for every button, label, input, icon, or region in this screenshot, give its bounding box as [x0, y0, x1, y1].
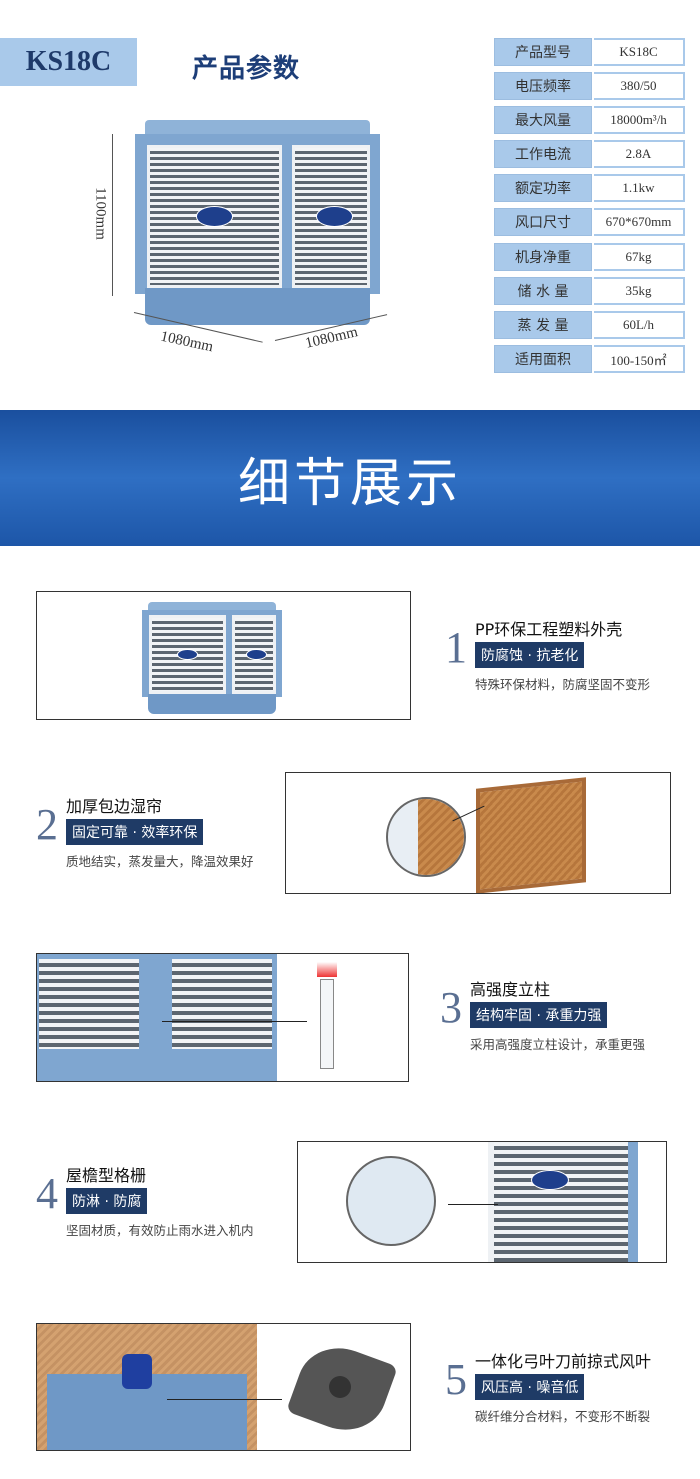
feature-desc: 质地结实，蒸发量大，降温效果好 [66, 854, 254, 869]
spec-label: 电压频率 [494, 72, 592, 100]
feature-badge: 结构牢固 · 承重力强 [470, 1002, 608, 1028]
spec-value: 380/50 [594, 72, 685, 100]
spec-label: 最大风量 [494, 106, 592, 134]
page-title: 产品参数 [192, 54, 301, 84]
height-dimension-line [112, 134, 113, 296]
feature-desc: 碳纤维分合材料，不变形不断裂 [475, 1409, 651, 1424]
feature-badge: 防腐蚀 · 抗老化 [475, 642, 585, 668]
feature-image-pillar [36, 953, 409, 1082]
feature-image-shell [36, 591, 411, 720]
height-dimension: 1100mm [92, 187, 109, 240]
width-dimension: 1080mm [159, 328, 215, 356]
feature-number: 4 [36, 1169, 58, 1218]
feature-badge: 风压高 · 噪音低 [475, 1374, 585, 1400]
spec-label: 蒸 发 量 [494, 311, 592, 339]
feature-number: 3 [440, 983, 462, 1032]
spec-value: 67kg [594, 243, 685, 271]
product-image [135, 120, 380, 325]
spec-label: 机身净重 [494, 243, 592, 271]
spec-value: 100-150㎡ [594, 345, 685, 373]
spec-value: KS18C [594, 38, 685, 66]
spec-value: 35kg [594, 277, 685, 305]
spec-label: 额定功率 [494, 174, 592, 202]
model-label: KS18C [0, 38, 137, 86]
feature-desc: 坚固材质，有效防止雨水进入机内 [66, 1223, 254, 1238]
feature-image-grille [297, 1141, 667, 1263]
feature-title: 一体化弓叶刀前掠式风叶 [475, 1352, 652, 1371]
spec-value: 1.1kw [594, 174, 685, 202]
feature-badge: 固定可靠 · 效率环保 [66, 819, 204, 845]
spec-value: 2.8A [594, 140, 685, 168]
feature-title: PP环保工程塑料外壳 [475, 620, 623, 639]
feature-title: 高强度立柱 [470, 980, 551, 999]
spec-label: 储 水 量 [494, 277, 592, 305]
feature-image-pad [285, 772, 671, 894]
feature-desc: 特殊环保材料，防腐坚固不变形 [475, 677, 651, 692]
spec-label: 风口尺寸 [494, 208, 592, 236]
spec-label: 工作电流 [494, 140, 592, 168]
feature-number: 2 [36, 800, 58, 849]
depth-dimension: 1080mm [303, 324, 360, 352]
feature-image-fan [36, 1323, 411, 1451]
feature-number: 5 [445, 1355, 467, 1404]
feature-number: 1 [445, 623, 467, 672]
spec-label: 产品型号 [494, 38, 592, 66]
spec-value: 18000m³/h [594, 106, 685, 134]
spec-label: 适用面积 [494, 345, 592, 373]
spec-value: 60L/h [594, 311, 685, 339]
feature-desc: 采用高强度立柱设计，承重更强 [470, 1037, 646, 1052]
spec-value: 670*670mm [594, 208, 685, 236]
feature-badge: 防淋 · 防腐 [66, 1188, 148, 1214]
feature-title: 加厚包边湿帘 [66, 797, 163, 816]
section-banner: 细节展示 [0, 410, 700, 546]
feature-title: 屋檐型格栅 [66, 1166, 147, 1185]
